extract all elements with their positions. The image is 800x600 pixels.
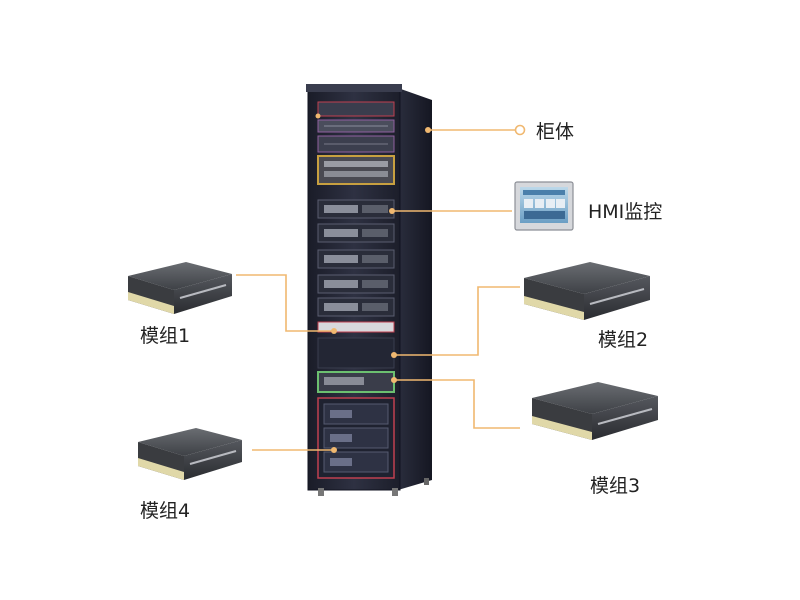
cabinet-foot — [424, 478, 429, 485]
connector-dot — [331, 328, 337, 334]
connector-dot — [389, 208, 395, 214]
label-module1: 模组1 — [140, 325, 191, 347]
cabinet-foot — [318, 488, 324, 496]
label-module4: 模组4 — [140, 500, 191, 522]
connector-module1 — [236, 274, 334, 332]
connector-dot — [425, 127, 431, 133]
touchscreen-monitor-icon — [514, 181, 574, 231]
rack-unit — [323, 403, 389, 425]
rack-unit-strip — [317, 321, 395, 333]
module-slots — [317, 199, 395, 317]
rack-module-icon — [524, 262, 650, 320]
label-cabinet: 柜体 — [536, 121, 575, 143]
rack-blank-panel — [317, 337, 395, 369]
cabinet-top-cap — [306, 84, 402, 92]
cabinet-side-panel — [398, 88, 432, 490]
rack-module-icon — [532, 382, 658, 440]
rack-unit-top — [317, 101, 395, 117]
connector-dot — [391, 352, 397, 358]
connector-endpoint-ring — [514, 124, 526, 136]
rack-unit — [323, 427, 389, 449]
connector-dot — [315, 113, 321, 119]
label-hmi: HMI监控 — [588, 201, 663, 223]
connector-module2 — [394, 286, 520, 356]
connector-lines — [236, 129, 520, 451]
connector-module3 — [394, 379, 520, 429]
label-module3: 模组3 — [590, 475, 641, 497]
label-module2: 模组2 — [598, 329, 649, 351]
rack-unit — [323, 451, 389, 473]
rack-module-icon — [138, 428, 242, 480]
connector-dot — [391, 377, 397, 383]
cabinet — [306, 84, 432, 496]
rack-unit-highlight-gold — [317, 155, 395, 185]
rack-module-icon — [128, 262, 232, 314]
connector-dot — [331, 447, 337, 453]
connector-endpoints — [315, 113, 526, 453]
cabinet-foot — [392, 488, 398, 496]
